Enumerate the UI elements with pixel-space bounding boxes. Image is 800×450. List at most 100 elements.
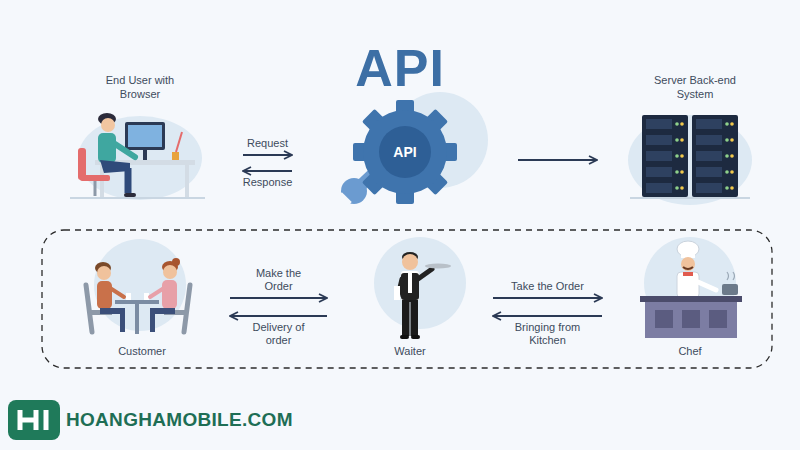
node-label: Waiter bbox=[394, 345, 425, 359]
node-label: Server Back-end System bbox=[640, 74, 750, 102]
node-label: API bbox=[393, 144, 416, 162]
lamp bbox=[176, 132, 182, 152]
blob bbox=[94, 239, 186, 331]
mug bbox=[172, 152, 179, 160]
flow-arrow bbox=[518, 159, 597, 161]
desk-leg bbox=[185, 165, 189, 197]
head bbox=[681, 257, 695, 271]
shirt bbox=[401, 271, 419, 301]
counter-panel bbox=[655, 310, 673, 328]
arm bbox=[418, 269, 432, 279]
flow-arrow bbox=[493, 315, 602, 317]
illustrated-node: Server Back-end System bbox=[605, 70, 785, 200]
vest bbox=[401, 273, 419, 300]
counter-top bbox=[640, 296, 742, 302]
floor bbox=[70, 197, 205, 199]
diagram-title: API bbox=[355, 38, 445, 98]
flow-arrow bbox=[243, 154, 292, 156]
blob bbox=[78, 116, 202, 200]
server-slots bbox=[642, 116, 738, 196]
illustrated-node: API bbox=[300, 100, 510, 205]
chair-back bbox=[86, 285, 92, 332]
chair-back bbox=[184, 285, 190, 332]
monitor bbox=[125, 122, 165, 150]
torso bbox=[162, 280, 177, 309]
logo-mark bbox=[20, 410, 46, 430]
flow-arrow bbox=[243, 170, 292, 172]
chair-leg bbox=[94, 181, 97, 196]
wrench-jaw bbox=[336, 192, 352, 208]
head bbox=[97, 266, 111, 280]
arm bbox=[150, 288, 164, 297]
illustrated-node: End User with Browser bbox=[45, 70, 235, 200]
illustrated-node: Waiter bbox=[335, 240, 485, 365]
node-label: Customer bbox=[118, 345, 166, 359]
blob bbox=[628, 115, 752, 205]
gear bbox=[353, 100, 457, 204]
arrow-label: Bringing from Kitchen bbox=[511, 321, 585, 347]
chef-coat bbox=[677, 272, 699, 298]
gear-hub bbox=[379, 126, 431, 178]
trouser-gap bbox=[410, 302, 411, 336]
dashed-frame bbox=[42, 230, 772, 368]
blob bbox=[644, 237, 736, 329]
api-gear bbox=[336, 92, 488, 208]
moustache bbox=[683, 267, 693, 269]
head bbox=[163, 265, 177, 279]
floor bbox=[630, 197, 750, 199]
arrow-label: Delivery of order bbox=[242, 321, 316, 347]
shoe bbox=[411, 335, 420, 339]
chair-seat bbox=[80, 175, 110, 181]
towel bbox=[394, 286, 400, 300]
monitor-stand bbox=[143, 150, 147, 160]
arrow-label: Take the Order bbox=[511, 280, 585, 293]
server-racks bbox=[628, 115, 752, 205]
customers-at-table bbox=[86, 239, 190, 334]
arrow-label: Request bbox=[231, 137, 305, 150]
screen bbox=[128, 125, 162, 147]
trousers bbox=[402, 300, 418, 336]
user-at-desk bbox=[70, 113, 205, 200]
torso bbox=[97, 281, 112, 309]
shoe bbox=[400, 335, 409, 339]
counter bbox=[645, 302, 737, 338]
blob bbox=[374, 237, 466, 329]
node-label: End User with Browser bbox=[85, 74, 195, 102]
head bbox=[402, 254, 418, 270]
flow-arrow bbox=[493, 297, 602, 299]
steam bbox=[727, 272, 735, 280]
chef-hat bbox=[677, 241, 699, 257]
table-top bbox=[115, 300, 159, 304]
shoe bbox=[124, 193, 136, 197]
illustrated-node: Chef bbox=[610, 240, 770, 365]
arrow-label: Response bbox=[231, 176, 305, 189]
logo-icon bbox=[8, 400, 60, 440]
arm bbox=[110, 288, 124, 297]
leg bbox=[120, 308, 125, 332]
tray bbox=[425, 264, 451, 269]
cup bbox=[126, 293, 131, 300]
leg bbox=[150, 308, 155, 332]
torso bbox=[98, 133, 116, 163]
scarf bbox=[683, 272, 693, 276]
arm bbox=[698, 282, 716, 290]
leg bbox=[125, 168, 132, 193]
illustrated-node: Customer bbox=[62, 240, 222, 365]
logo-badge bbox=[8, 400, 60, 440]
watermark: HOANGHAMOBILE.COM bbox=[66, 409, 293, 431]
arm bbox=[112, 142, 135, 157]
shirt-front bbox=[408, 273, 412, 293]
flow-arrow bbox=[230, 315, 327, 317]
counter-panel bbox=[682, 310, 700, 328]
waiter-figure bbox=[374, 237, 466, 339]
pot bbox=[722, 284, 738, 295]
counter-panel bbox=[709, 310, 727, 328]
table-leg bbox=[135, 304, 139, 334]
chef-figure bbox=[640, 237, 742, 338]
gear-body bbox=[363, 110, 447, 194]
head bbox=[101, 118, 115, 132]
arrow-label: Make the Order bbox=[242, 267, 316, 293]
flow-arrow bbox=[230, 297, 327, 299]
node-label: Chef bbox=[678, 345, 701, 359]
